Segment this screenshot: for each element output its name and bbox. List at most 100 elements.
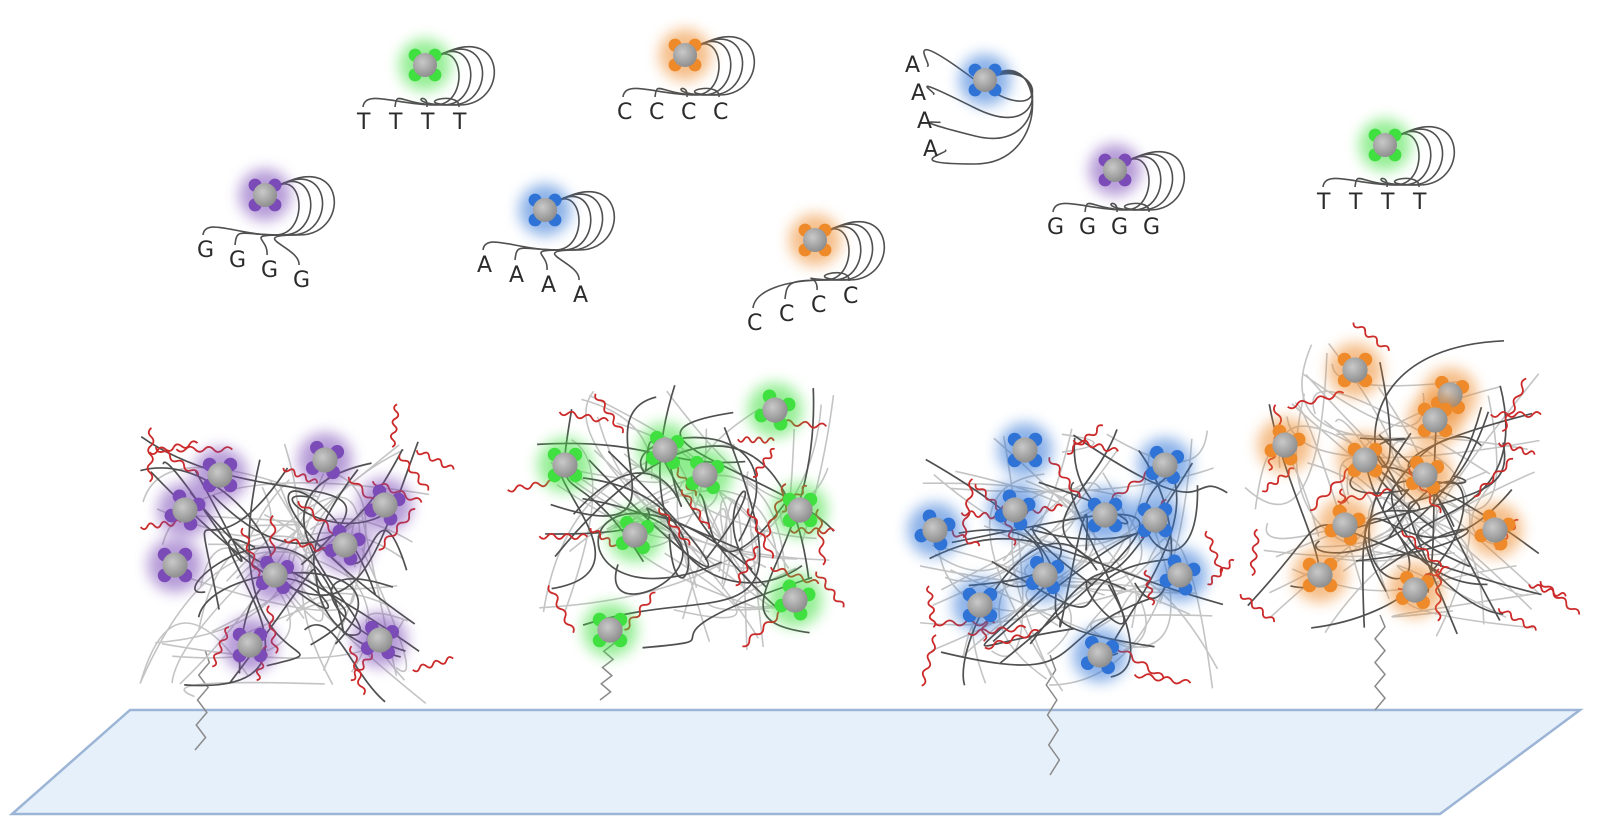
dna-strand-icon: [1361, 488, 1513, 628]
nanoparticle-icon: [772, 482, 828, 538]
red-dna-strand: [1072, 439, 1119, 452]
red-dna-strand: [558, 410, 609, 423]
dna-strand-icon: [746, 471, 765, 648]
dna-strand-icon: [514, 195, 592, 261]
dna-strand-icon: [1049, 438, 1193, 686]
red-dna-strand: [398, 454, 430, 491]
dna-strand-icon: [234, 180, 312, 246]
red-dna-strand: [415, 450, 455, 470]
base-label: G: [1047, 215, 1064, 240]
nanoparticle-icon: [1137, 437, 1193, 493]
dna-strand-icon: [264, 175, 336, 266]
red-dna-strand: [1528, 584, 1567, 597]
red-dna-strand: [746, 508, 775, 559]
base-label: G: [1079, 215, 1096, 240]
dna-strand-icon: [424, 45, 496, 108]
nanoparticle-icon: [1387, 562, 1443, 618]
nanoparticle-icon: [1337, 432, 1393, 488]
red-dna-strand: [1261, 467, 1295, 493]
base-label: A: [541, 273, 556, 298]
red-dna-strand: [815, 571, 845, 608]
dna-strand-icon: [642, 576, 813, 649]
nanoparticle-icon: [582, 602, 638, 658]
nanoparticle-icon: [239, 169, 291, 221]
dna-strand-icon: [203, 467, 289, 610]
red-dna-strand: [412, 656, 454, 673]
dna-strand-icon: [582, 477, 690, 579]
red-dna-strand: [1539, 581, 1581, 615]
red-dna-strand: [1497, 608, 1537, 631]
tether-strand: [194, 649, 211, 751]
dna-strand-icon: [197, 571, 360, 645]
nanoparticle-icon: [997, 422, 1053, 478]
base-label: A: [923, 137, 938, 162]
dna-strand-icon: [572, 441, 683, 515]
red-dna-strand: [984, 628, 1040, 650]
dna-nanoparticle-assembly: [1239, 322, 1581, 711]
dna-strand-icon: [198, 535, 332, 631]
dna-strand-icon: [162, 461, 243, 562]
dna-strand-icon: [606, 489, 780, 570]
nanoparticle-icon: [987, 482, 1043, 538]
dna-strand-icon: [680, 38, 744, 98]
red-dna-strand: [658, 508, 691, 546]
dna-strand-icon: [983, 584, 1075, 647]
red-dna-strand: [1501, 377, 1527, 433]
dna-strand-icon: [420, 48, 484, 108]
dna-strand-icon: [1110, 153, 1174, 213]
dna-strand-icon: [175, 560, 356, 612]
red-dna-strand: [349, 645, 366, 696]
dna-strand-icon: [1244, 353, 1328, 506]
tether-strand: [1374, 614, 1386, 711]
dna-strand-icon: [1301, 344, 1454, 439]
red-dna-strand: [155, 446, 200, 476]
dna-strand-icon: [666, 390, 829, 502]
red-dna-strand: [1066, 424, 1104, 455]
nanoparticle-icon: [357, 477, 413, 533]
base-label: A: [911, 81, 926, 106]
dna-strand-icon: [1367, 496, 1533, 610]
dna-strand-icon: [183, 681, 325, 698]
red-dna-strand: [594, 393, 624, 434]
red-dna-strand: [1498, 442, 1536, 456]
nanoparticle-icon: [317, 517, 373, 573]
dna-strand-icon: [962, 542, 1098, 686]
base-label: C: [747, 311, 762, 336]
red-dna-strand: [1143, 569, 1156, 606]
dna-strand-icon: [260, 178, 324, 256]
dna-strand-icon: [1072, 434, 1228, 494]
red-dna-strand: [1204, 530, 1224, 574]
dna-strand-icon: [1354, 130, 1432, 188]
nanoparticle-icon: [789, 214, 841, 266]
nanoparticle-icon: [1127, 492, 1183, 548]
nanoparticle-icon: [222, 617, 278, 673]
nanoparticle-icon: [519, 184, 571, 236]
dna-strand-icon: [1114, 150, 1186, 213]
dna-strand-icon: [310, 469, 359, 646]
dna-strand-icon: [394, 50, 472, 108]
base-label: T: [420, 110, 435, 135]
nanoparticle-icon: [659, 29, 711, 81]
nanoparticle-icon: [1017, 547, 1073, 603]
base-label: T: [356, 110, 371, 135]
nanoparticle-icon: [607, 507, 663, 563]
dna-strand-icon: [1331, 442, 1506, 537]
dna-strand-icon: [244, 479, 290, 550]
base-label: C: [811, 293, 826, 318]
dna-strand-icon: [664, 552, 738, 619]
dna-strand-icon: [582, 427, 761, 626]
red-dna-strand: [1133, 673, 1192, 685]
base-label: C: [617, 100, 632, 125]
dna-strand-icon: [1336, 433, 1471, 637]
dna-strand-icon: [544, 190, 616, 281]
dna-strand-icon: [1407, 411, 1490, 635]
red-dna-strand: [1249, 528, 1260, 577]
red-dna-strand: [926, 585, 937, 628]
dna-strand-icon: [1084, 155, 1162, 213]
